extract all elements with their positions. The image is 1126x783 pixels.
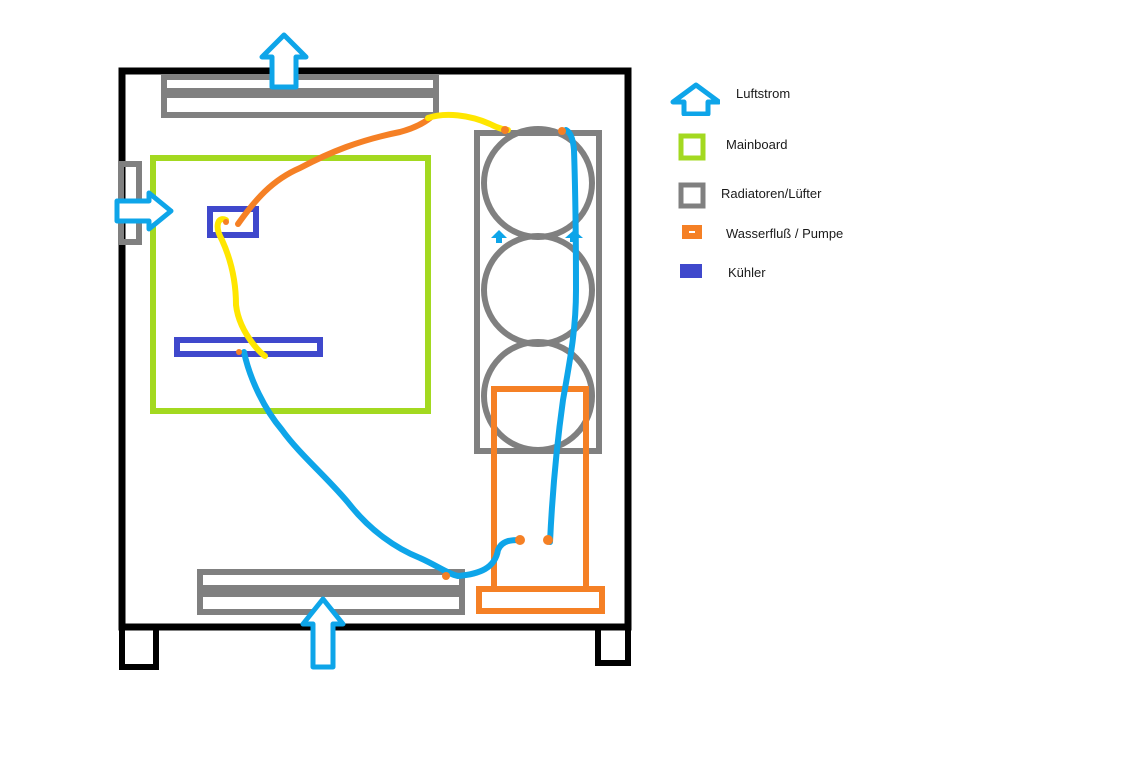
tube-connectors xyxy=(223,126,566,580)
tube-gpu-to-pump xyxy=(241,349,523,579)
legend-label: Radiatoren/Lüfter xyxy=(721,186,822,201)
legend-label: Mainboard xyxy=(726,137,788,152)
tube-pump-to-radiator xyxy=(547,127,579,545)
legend-item-radiator: Radiatoren/Lüfter xyxy=(670,181,930,215)
legend-item-pump: Wasserfluß / Pumpe xyxy=(670,221,930,255)
fan-3 xyxy=(481,339,595,453)
tube-cpu-to-gpu xyxy=(214,216,268,359)
legend-item-airflow: Luftstrom xyxy=(670,82,930,116)
legend-item-mainboard: Mainboard xyxy=(670,132,930,166)
legend-label: Kühler xyxy=(728,265,766,280)
case-outline xyxy=(118,67,632,631)
flow-arrow-icons xyxy=(491,230,583,243)
airflow-bottom-arrow-icon xyxy=(300,596,346,670)
case-foot-left xyxy=(119,624,159,670)
pump-square-icon xyxy=(682,225,702,239)
front-radiator xyxy=(474,126,602,454)
cpu-cooler xyxy=(207,206,259,238)
case-foot-right xyxy=(595,624,631,666)
airflow-top-arrow-icon xyxy=(259,32,309,90)
flow-up-arrow-icon-2 xyxy=(565,230,583,242)
legend-item-cooler: Kühler xyxy=(670,260,930,294)
legend-label: Luftstrom xyxy=(736,86,791,101)
pump-reservoir xyxy=(476,386,605,614)
legend-label: Wasserfluß / Pumpe xyxy=(726,226,844,241)
airflow-side-arrow-icon xyxy=(114,190,174,232)
tube-top-to-radiator xyxy=(425,111,511,133)
mainboard-square-icon xyxy=(678,133,706,161)
mainboard xyxy=(150,155,431,414)
tube-cpu-to-top xyxy=(235,115,433,227)
radiator-square-icon xyxy=(678,182,706,209)
airflow-arrow-icon xyxy=(670,82,720,116)
flow-up-arrow-icon-1 xyxy=(491,230,507,243)
cooler-square-icon xyxy=(680,264,702,278)
top-radiator xyxy=(161,74,439,118)
